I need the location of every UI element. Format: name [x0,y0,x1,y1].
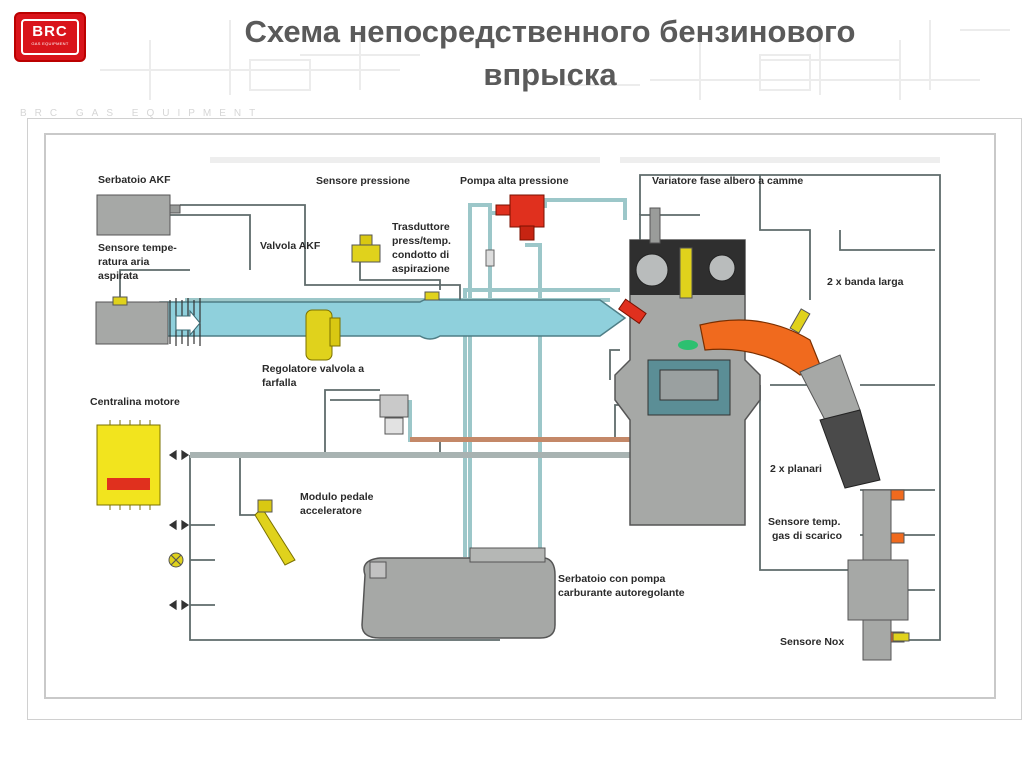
label-modulo-1: Modulo pedale [300,491,374,503]
label-sensore-temp-3: aspirata [98,270,138,282]
label-variatore: Variatore fase albero a camme [652,175,803,187]
engine-block [614,207,761,526]
label-modulo-2: acceleratore [300,505,362,517]
label-sensore-pressione: Sensore pressione [316,175,410,187]
label-regolatore-1: Regolatore valvola a [262,363,364,375]
label-temp-scarico-1: Sensore temp. [768,516,840,528]
title-line-2: впрыска [483,57,617,92]
throttle-regulator [305,309,341,361]
warning-lamp-icon [168,552,184,568]
diagram-frame [44,133,996,699]
label-planari: 2 x planari [770,463,822,475]
ecu-module [96,420,161,510]
label-sensore-temp-1: Sensore tempe- [98,242,177,254]
label-regolatore-2: farfalla [262,377,297,389]
label-trasduttore-2: press/temp. [392,235,451,247]
accelerator-pedal [254,499,296,566]
label-banda-larga: 2 x banda larga [827,276,904,288]
logo-subtext: GAS EQUIPMENT [31,41,69,46]
ecu-connectors [168,449,190,611]
label-trasduttore-3: condotto di [392,249,449,261]
brc-logo: BRC GAS EQUIPMENT [14,12,86,62]
label-valvola-akf: Valvola AKF [260,240,321,252]
label-serbatoio-akf: Serbatoio AKF [98,174,171,186]
logo-text: BRC [32,23,68,40]
label-serbatoio-pompa-2: carburante autoregolante [558,587,685,599]
label-temp-scarico-2: gas di scarico [772,530,842,542]
akf-canister [96,194,181,236]
label-sensore-nox: Sensore Nox [780,636,844,648]
label-serbatoio-pompa-1: Serbatoio con pompa [558,573,666,585]
ecu-bus [190,437,650,458]
title-line-1: Схема непосредственного бензинового [244,14,856,49]
background-sketch [100,20,1010,100]
label-trasduttore-4: aspirazione [392,263,450,275]
exhaust-system [699,319,909,661]
label-sensore-temp-2: ratura aria [98,256,150,268]
slide-content-frame [27,118,1022,720]
page-title: Схема непосредственного бензинового впры… [140,10,960,96]
label-trasduttore-1: Trasduttore [392,221,450,233]
wiring-lines [119,174,941,641]
label-centralina: Centralina motore [90,396,180,408]
brand-strip: BRC GAS EQUIPMENT [20,108,264,119]
fuel-tank [361,547,556,639]
label-pompa-alta-pressione: Pompa alta pressione [460,175,569,187]
intake-duct [95,297,627,346]
high-pressure-pump [495,194,545,241]
